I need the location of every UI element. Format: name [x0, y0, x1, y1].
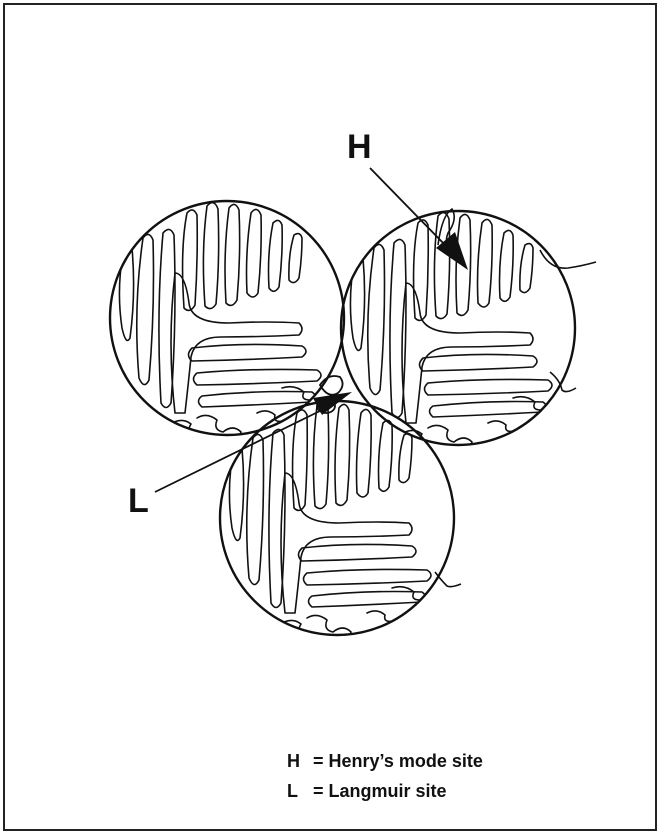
legend-symbol-l: L	[287, 781, 298, 801]
legend-symbol-h: H	[287, 751, 300, 771]
henry-marker: H	[347, 128, 372, 166]
legend-description-l: = Langmuir site	[313, 781, 447, 801]
particle-right	[341, 209, 596, 452]
particle-left	[110, 201, 344, 442]
legend: H = Henry’s mode site L = Langmuir site	[287, 751, 483, 801]
particle-bottom	[220, 401, 461, 642]
legend-description-h: = Henry’s mode site	[313, 751, 483, 771]
langmuir-marker: L	[128, 482, 149, 520]
langmuir-arrow	[155, 392, 352, 492]
